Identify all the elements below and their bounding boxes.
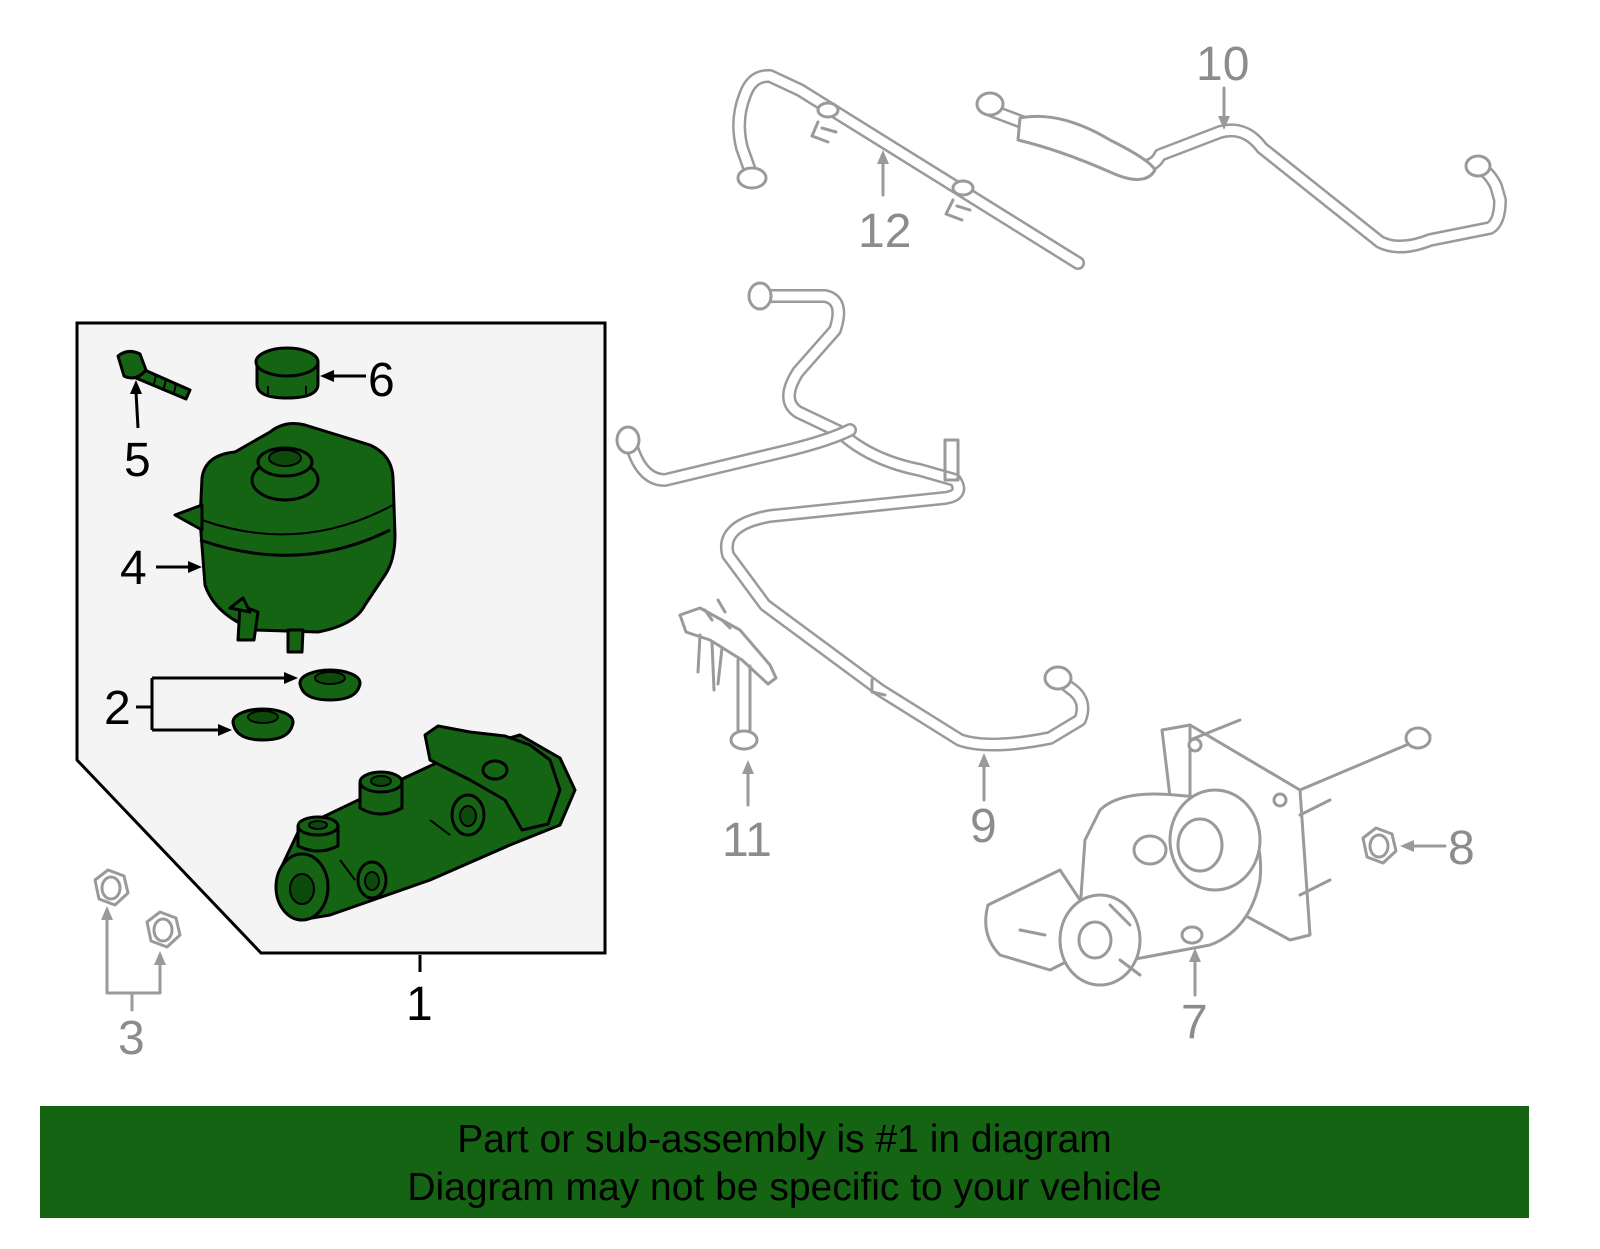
part-2-grommet-lower[interactable] (231, 707, 295, 742)
callout-6: 6 (368, 354, 395, 407)
callout-10: 10 (1196, 38, 1249, 91)
callout-4: 4 (120, 542, 147, 595)
part-12-vacuum-line[interactable] (732, 68, 1085, 270)
callout-8: 8 (1448, 822, 1475, 875)
callout-9: 9 (970, 800, 997, 853)
banner-line-2: Diagram may not be specific to your vehi… (407, 1166, 1162, 1209)
part-4-fluid-reservoir[interactable] (173, 422, 397, 654)
leader-lines-black (130, 370, 422, 972)
part-5-bolt[interactable] (116, 349, 192, 401)
part-6-reservoir-cap[interactable] (254, 346, 320, 400)
callout-2: 2 (104, 682, 131, 735)
callout-12: 12 (858, 205, 911, 258)
leader-lines-gray (101, 86, 1447, 1012)
part-8-nut[interactable] (1361, 826, 1398, 865)
part-3-nut-left[interactable] (93, 868, 130, 907)
part-2-grommet-upper[interactable] (298, 668, 362, 702)
callout-1: 1 (406, 978, 433, 1031)
callout-3: 3 (118, 1012, 145, 1065)
part-10-vacuum-hose[interactable] (975, 91, 1507, 254)
part-1-master-cylinder[interactable] (274, 724, 577, 922)
banner-line-1: Part or sub-assembly is #1 in diagram (457, 1118, 1112, 1161)
part-7-brake-booster[interactable] (984, 718, 1432, 987)
callout-5: 5 (124, 434, 151, 487)
info-banner: Part or sub-assembly is #1 in diagram Di… (40, 1106, 1529, 1218)
part-9-vacuum-tube-assembly[interactable] (615, 281, 1090, 752)
part-3-nut-right[interactable] (145, 910, 182, 949)
callout-11: 11 (722, 814, 772, 867)
part-11-check-valve[interactable] (678, 598, 778, 751)
callout-7: 7 (1181, 996, 1208, 1049)
